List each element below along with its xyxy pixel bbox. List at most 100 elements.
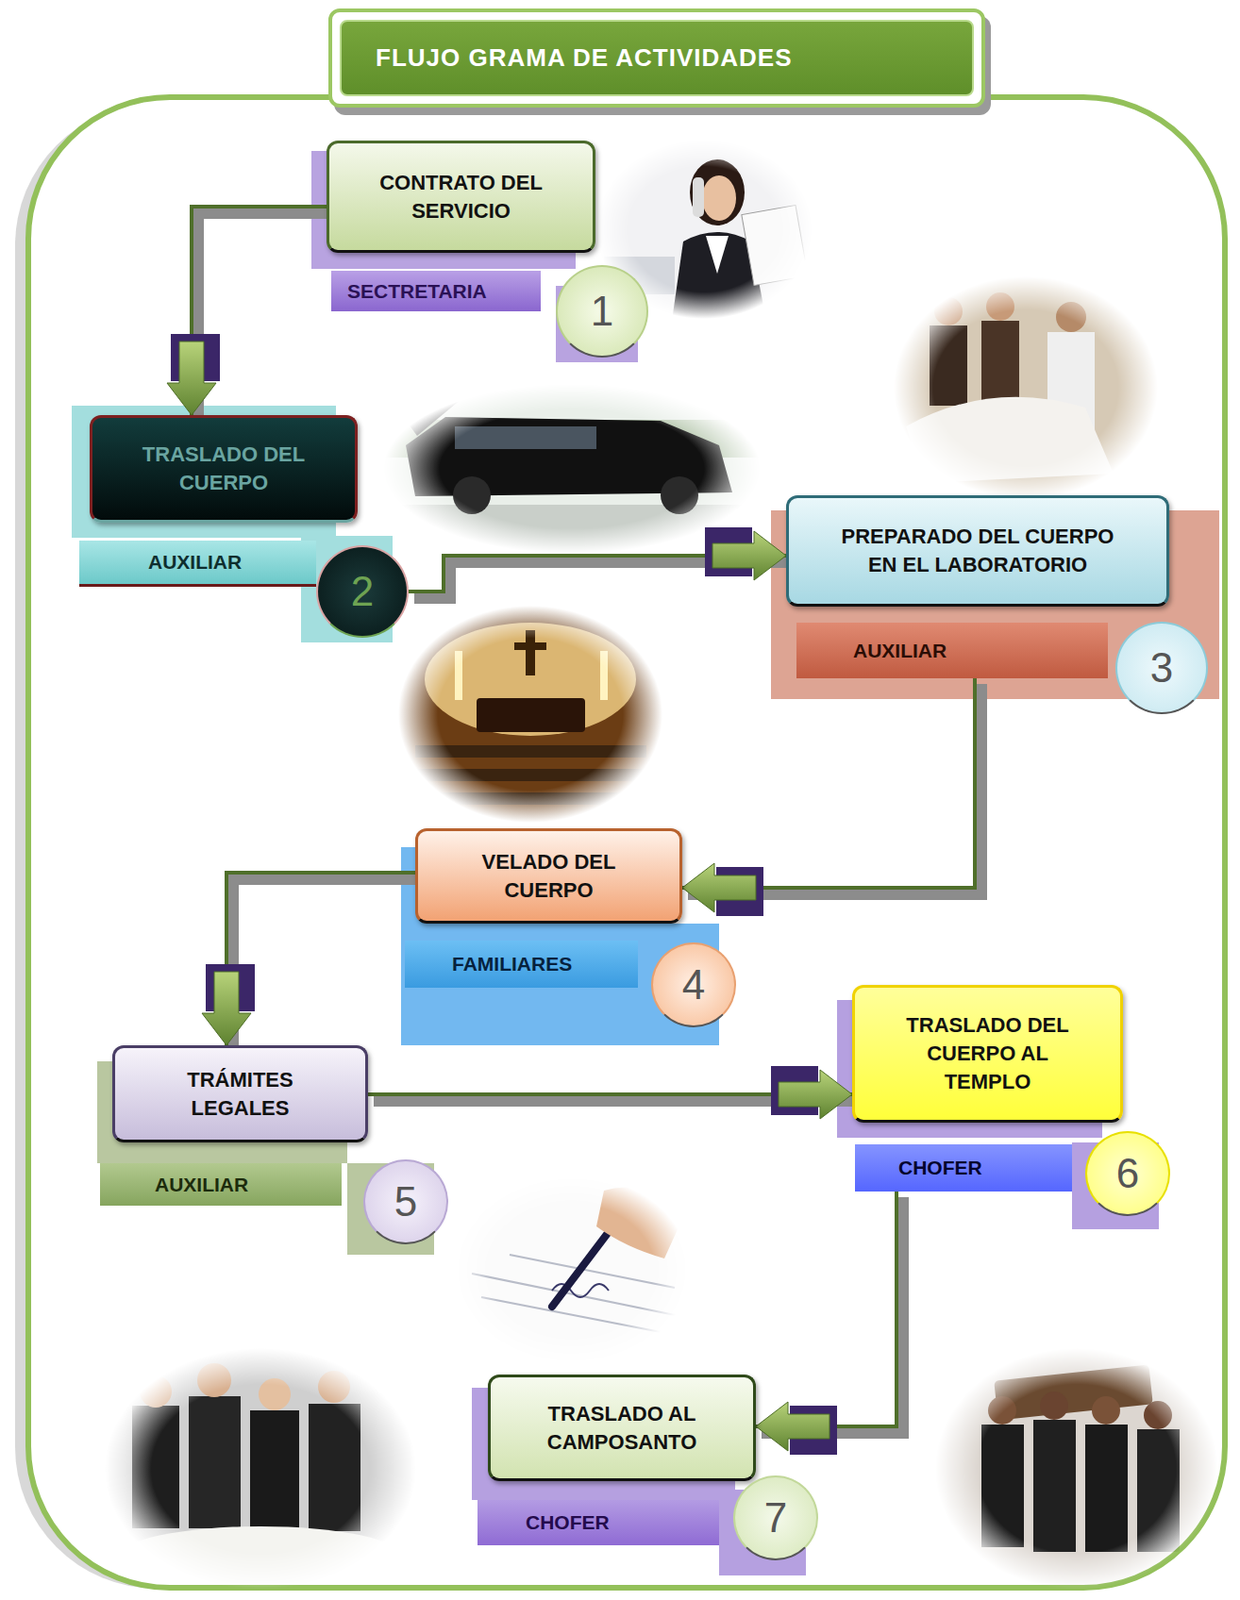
chairs — [402, 792, 659, 805]
chairs — [415, 745, 647, 758]
step-label: TRASLADO AL CAMPOSANTO — [509, 1400, 735, 1457]
cross — [514, 642, 547, 651]
arrow-head — [755, 1402, 830, 1452]
role-label: AUXILIAR — [853, 638, 947, 663]
mourner-head — [197, 1363, 232, 1398]
mourner-head — [139, 1375, 172, 1408]
sheet — [905, 397, 1114, 484]
role-label: FAMILIARES — [452, 952, 572, 976]
connector-shadow — [687, 684, 981, 894]
step-circle: 1 — [555, 265, 649, 358]
pallbearer-head — [988, 1396, 1017, 1425]
role-band: SECTRETARIA — [331, 270, 541, 312]
paper-lines — [471, 1255, 680, 1333]
role-band: CHOFER — [477, 1500, 720, 1546]
role-band: AUXILIAR — [79, 540, 317, 587]
title-frame: FLUJO GRAMA DE ACTIVIDADES — [328, 8, 986, 108]
step-circle: 2 — [316, 545, 409, 638]
arrow-head — [712, 531, 787, 581]
candle — [600, 651, 608, 701]
step-circle: 3 — [1115, 621, 1208, 715]
process-box: TRÁMITES LEGALES — [112, 1045, 369, 1143]
step-circle: 7 — [733, 1475, 819, 1561]
connector-line — [755, 1191, 897, 1427]
role-band: FAMILIARES — [404, 940, 638, 989]
pallbearers-photo — [935, 1348, 1219, 1591]
process-box: TRASLADO DEL CUERPO — [89, 415, 358, 523]
photo-ground — [453, 1175, 690, 1365]
process-box: PREPARADO DEL CUERPO EN EL LABORATORIO — [786, 495, 1170, 607]
pallbearer-head — [1143, 1401, 1173, 1430]
mourner-head — [318, 1371, 351, 1404]
step-label: CONTRATO DEL SERVICIO — [348, 168, 574, 225]
pallbearer — [981, 1424, 1024, 1548]
step-number: 7 — [764, 1495, 788, 1542]
role-label: SECTRETARIA — [347, 279, 487, 303]
mourner — [250, 1410, 300, 1534]
figure — [929, 325, 968, 406]
chapel-photo — [398, 605, 663, 823]
figure — [981, 320, 1020, 406]
arrow-head — [778, 1070, 853, 1120]
phone — [692, 177, 704, 218]
role-label: CHOFER — [898, 1156, 983, 1180]
step-label: TRÁMITES LEGALES — [143, 1066, 337, 1123]
role-label: AUXILIAR — [148, 550, 242, 574]
glow — [424, 622, 637, 737]
role-label: AUXILIAR — [154, 1172, 249, 1197]
laboratory-photo — [893, 276, 1158, 500]
step-number: 4 — [682, 962, 705, 1008]
connector-line — [226, 872, 416, 1046]
step-number: 1 — [590, 288, 614, 335]
figure-head — [986, 292, 1015, 321]
step-circle: 6 — [1085, 1131, 1171, 1217]
process-box: TRASLADO AL CAMPOSANTO — [487, 1374, 756, 1482]
step-label: TRASLADO DEL CUERPO AL TEMPLO — [892, 1011, 1083, 1096]
arrow-head — [201, 971, 252, 1046]
flow-connector — [755, 1191, 903, 1456]
hearse-photo — [383, 379, 761, 554]
flow-connector — [368, 1066, 858, 1120]
flow-connector — [408, 527, 792, 598]
hair — [689, 159, 745, 226]
role-band: CHOFER — [854, 1144, 1073, 1192]
candle — [454, 651, 463, 701]
casket — [993, 1364, 1153, 1421]
flow-connector — [201, 872, 421, 1052]
cross — [525, 630, 536, 676]
step-circle: 5 — [363, 1159, 449, 1245]
step-label: VELADO DEL CUERPO — [441, 848, 656, 905]
photo-ground — [104, 1348, 417, 1591]
role-band: AUXILIAR — [796, 622, 1108, 679]
connector-line — [682, 678, 975, 889]
connector-shadow — [761, 1197, 903, 1433]
mourner — [132, 1406, 180, 1529]
arrow-head — [682, 863, 756, 913]
flowers — [118, 1526, 403, 1588]
figure-head — [1055, 301, 1087, 333]
road — [383, 504, 761, 554]
photo-ground — [893, 276, 1158, 500]
process-box: TRASLADO DEL CUERPO AL TEMPLO — [852, 985, 1123, 1123]
hearse-window — [454, 426, 597, 450]
arrow-head — [167, 341, 217, 416]
process-box: CONTRATO DEL SERVICIO — [326, 140, 596, 253]
chairs — [407, 769, 654, 782]
flow-connector — [167, 206, 333, 421]
title-bar: FLUJO GRAMA DE ACTIVIDADES — [339, 19, 974, 97]
diagram-title: FLUJO GRAMA DE ACTIVIDADES — [375, 43, 793, 73]
step-label: TRASLADO DEL CUERPO — [111, 440, 336, 497]
flow-connector — [682, 678, 981, 917]
step-number: 6 — [1116, 1151, 1140, 1197]
face — [702, 175, 737, 221]
casket — [476, 698, 586, 733]
mourner-head — [258, 1378, 291, 1411]
signing-photo — [453, 1175, 690, 1365]
pallbearer-head — [1039, 1391, 1069, 1421]
pallbearer — [1085, 1424, 1128, 1553]
photo-ground — [935, 1348, 1219, 1591]
pallbearer-head — [1091, 1396, 1121, 1425]
